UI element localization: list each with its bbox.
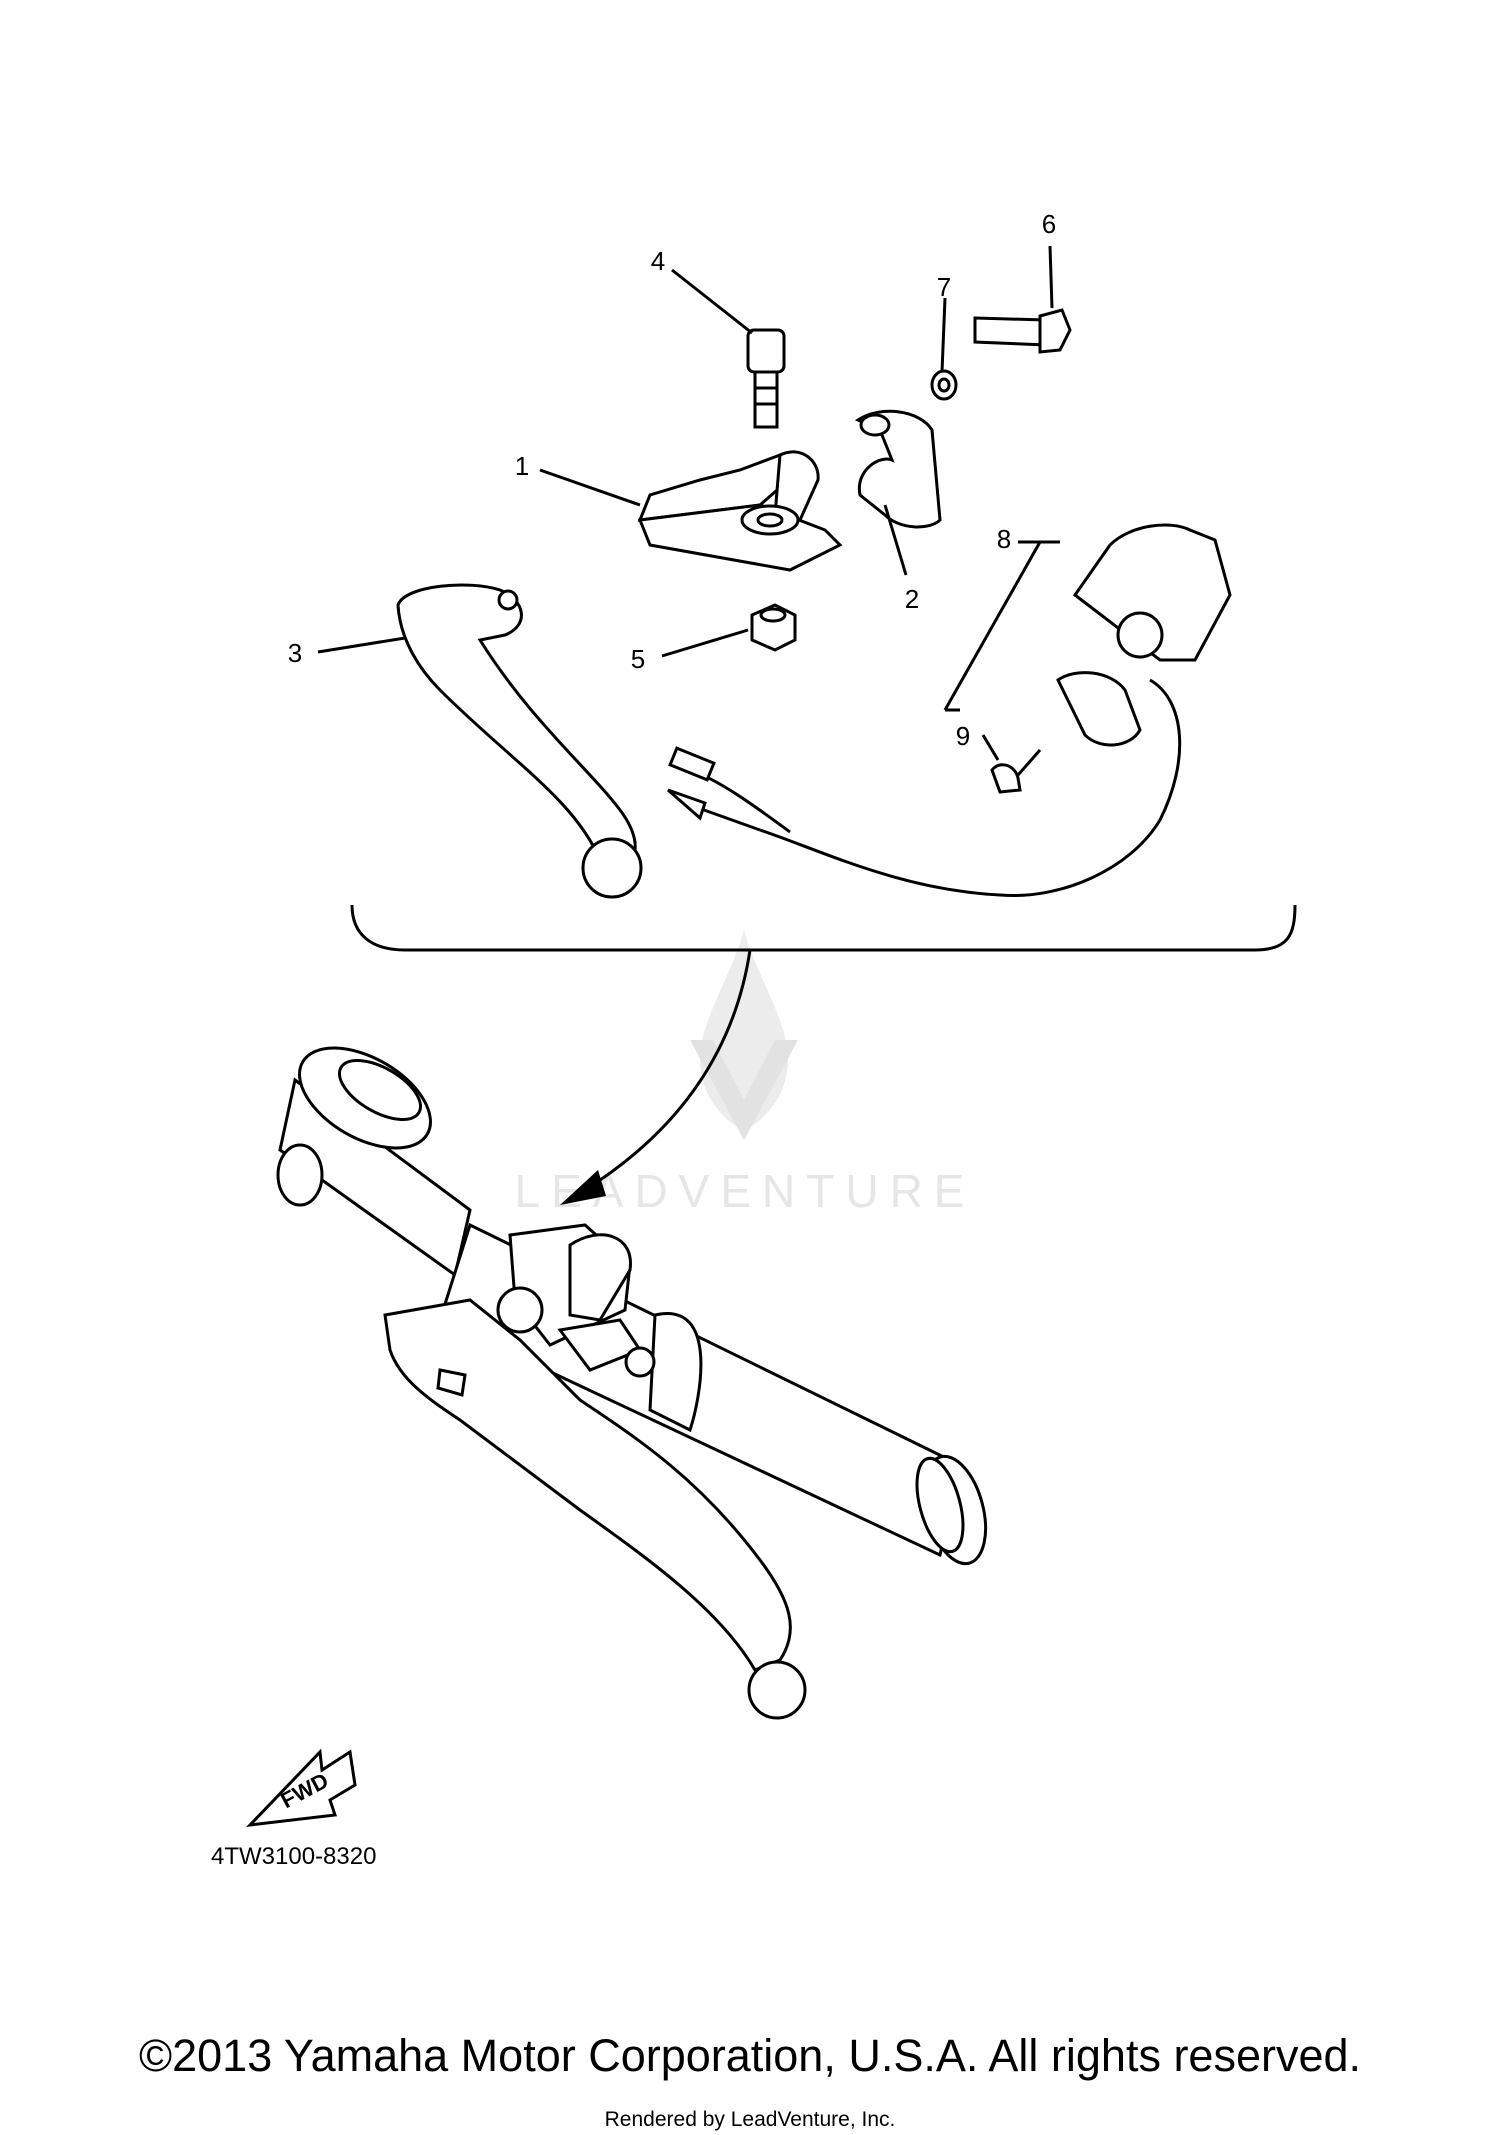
part-bolt-6 (973, 308, 1072, 354)
assembly-arrowhead (560, 1170, 606, 1205)
part-lever (396, 583, 643, 899)
assembled-handlebar (276, 1046, 988, 1720)
callout-3: 3 (288, 638, 302, 668)
group-bracket (350, 904, 1297, 952)
callout-6: 6 (1042, 209, 1056, 239)
part-washer (930, 369, 958, 401)
callout-2: 2 (905, 584, 919, 614)
callout-7: 7 (937, 272, 951, 302)
copyright-notice: ©2013 Yamaha Motor Corporation, U.S.A. A… (138, 2030, 1362, 2081)
callout-9: 9 (956, 721, 970, 751)
callout-4: 4 (651, 246, 665, 276)
leader-lines (317, 245, 1060, 761)
callout-1: 1 (515, 451, 529, 481)
rendered-by-credit: Rendered by LeadVenture, Inc. (604, 2108, 896, 2131)
part-bolt-4 (746, 328, 786, 429)
part-lever-holder (637, 450, 843, 572)
part-screw (990, 749, 1042, 794)
part-switch-assembly (667, 523, 1232, 898)
assembly-arrow (584, 949, 752, 1192)
callout-8: 8 (997, 524, 1011, 554)
fwd-arrow-icon: FWD (246, 1748, 357, 1827)
diagram-code: 4TW3100-8320 (211, 1843, 376, 1870)
part-holder-clamp (854, 409, 942, 529)
callout-5: 5 (631, 644, 645, 674)
callout-labels: 1 2 3 4 5 6 7 8 9 (288, 209, 1056, 751)
part-nut (750, 603, 797, 652)
